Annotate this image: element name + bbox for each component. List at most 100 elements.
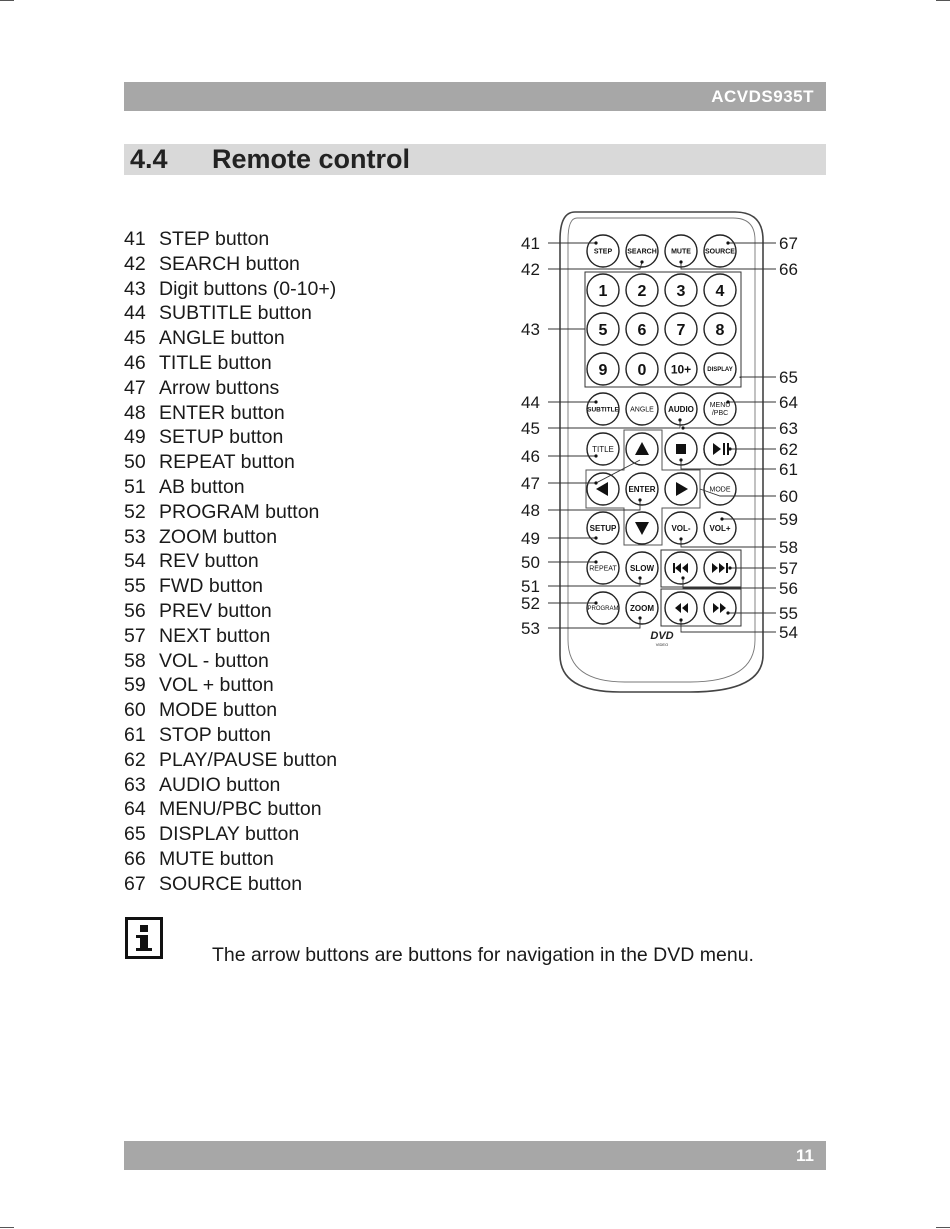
callout-number: 53: [521, 619, 540, 638]
rev-icon: [675, 603, 688, 613]
callout-leader-line: [680, 262, 776, 270]
d0-button-label: 0: [638, 362, 647, 379]
d2-button-label: 2: [638, 283, 647, 300]
repeat-button[interactable]: [586, 551, 620, 585]
legend-label: FWD button: [159, 575, 264, 598]
callout-leader-line: [682, 578, 776, 589]
crop-mark: [936, 1227, 950, 1228]
callout-number: 60: [779, 487, 798, 506]
legend-number: 46: [124, 351, 146, 374]
audio-button[interactable]: [664, 392, 698, 426]
legend-label: MUTE button: [159, 847, 274, 870]
legend-number: 59: [124, 674, 146, 697]
d2-button[interactable]: [625, 273, 659, 307]
legend-number: 63: [124, 773, 146, 796]
callout-leader-line: [739, 376, 776, 378]
angle-button-label: ANGLE: [630, 407, 654, 414]
subtitle-button-label: SUBTITLE: [587, 406, 619, 413]
menu-button[interactable]: [703, 392, 737, 426]
legend-label: SOURCE button: [159, 872, 303, 895]
d5-button[interactable]: [586, 312, 620, 346]
angle-button[interactable]: [625, 392, 659, 426]
fwd-icon: [713, 603, 726, 613]
callout-number: 58: [779, 538, 798, 557]
d3-button[interactable]: [664, 273, 698, 307]
search-button[interactable]: [625, 234, 659, 268]
callout-number: 54: [779, 623, 798, 642]
note-text: The arrow buttons are buttons for naviga…: [212, 944, 754, 966]
d9-button[interactable]: [586, 352, 620, 386]
crop-mark: [0, 1227, 14, 1228]
setup-button[interactable]: [586, 511, 620, 545]
down-arrow-icon: [635, 522, 649, 535]
callout-number: 56: [779, 579, 798, 598]
enter-button[interactable]: [625, 472, 659, 506]
callout-number: 61: [779, 460, 798, 479]
d7-button[interactable]: [664, 312, 698, 346]
display-button[interactable]: [703, 352, 737, 386]
callout-dot: [726, 611, 730, 615]
callout-number: 51: [521, 577, 540, 596]
legend-label: VOL - button: [159, 649, 269, 672]
zoom-button-label: ZOOM: [630, 604, 654, 613]
d6-button-label: 6: [638, 322, 647, 339]
menu-pbc-button-label: MENU: [710, 402, 731, 409]
mode-button-label: MODE: [710, 487, 731, 494]
prev-icon: [673, 563, 688, 573]
model-name: ACVDS935T: [711, 87, 814, 106]
d8-button[interactable]: [703, 312, 737, 346]
callout-number: 46: [521, 447, 540, 466]
callout-dot: [728, 447, 732, 451]
legend-label: AB button: [159, 475, 245, 498]
slow-button[interactable]: [625, 551, 659, 585]
d3-button-label: 3: [677, 283, 686, 300]
legend-number: 45: [124, 327, 146, 350]
legend-label: SUBTITLE button: [159, 302, 312, 325]
repeat-button-label: REPEAT: [589, 566, 617, 573]
d6-button[interactable]: [625, 312, 659, 346]
callout-dot: [594, 481, 598, 485]
callout-number: 48: [521, 501, 540, 520]
mode-button[interactable]: [703, 472, 737, 506]
dvd-logo: DVD: [650, 630, 673, 642]
callout-dot: [681, 576, 685, 580]
program-button-label: PROGRAM: [587, 606, 618, 612]
d4-button[interactable]: [703, 273, 737, 307]
crop-mark: [936, 0, 950, 1]
d0-button[interactable]: [625, 352, 659, 386]
legend-number: 58: [124, 649, 146, 672]
legend-number: 42: [124, 252, 146, 275]
program-button[interactable]: [586, 591, 620, 625]
d7-button-label: 7: [677, 322, 686, 339]
callout-dot: [679, 260, 683, 264]
crop-mark: [0, 0, 14, 1]
legend-number: 51: [124, 475, 146, 498]
legend-number: 48: [124, 401, 146, 424]
d4-button-label: 4: [716, 283, 725, 300]
d10-button[interactable]: [664, 352, 698, 386]
legend-label: STOP button: [159, 723, 272, 746]
audio-button-label: AUDIO: [668, 405, 694, 414]
legend-number: 44: [124, 302, 146, 325]
legend-item: 58 VOL - button: [124, 649, 337, 674]
callout-dot: [594, 601, 598, 605]
d1-button[interactable]: [586, 273, 620, 307]
callout-number: 41: [521, 234, 540, 253]
callout-dot: [679, 537, 683, 541]
slow-button-label: SLOW: [630, 564, 654, 573]
legend-label: AUDIO button: [159, 773, 281, 796]
zoom-button[interactable]: [625, 591, 659, 625]
legend-label: STEP button: [159, 228, 270, 250]
callout-dot: [594, 560, 598, 564]
volplus-button[interactable]: [703, 511, 737, 545]
